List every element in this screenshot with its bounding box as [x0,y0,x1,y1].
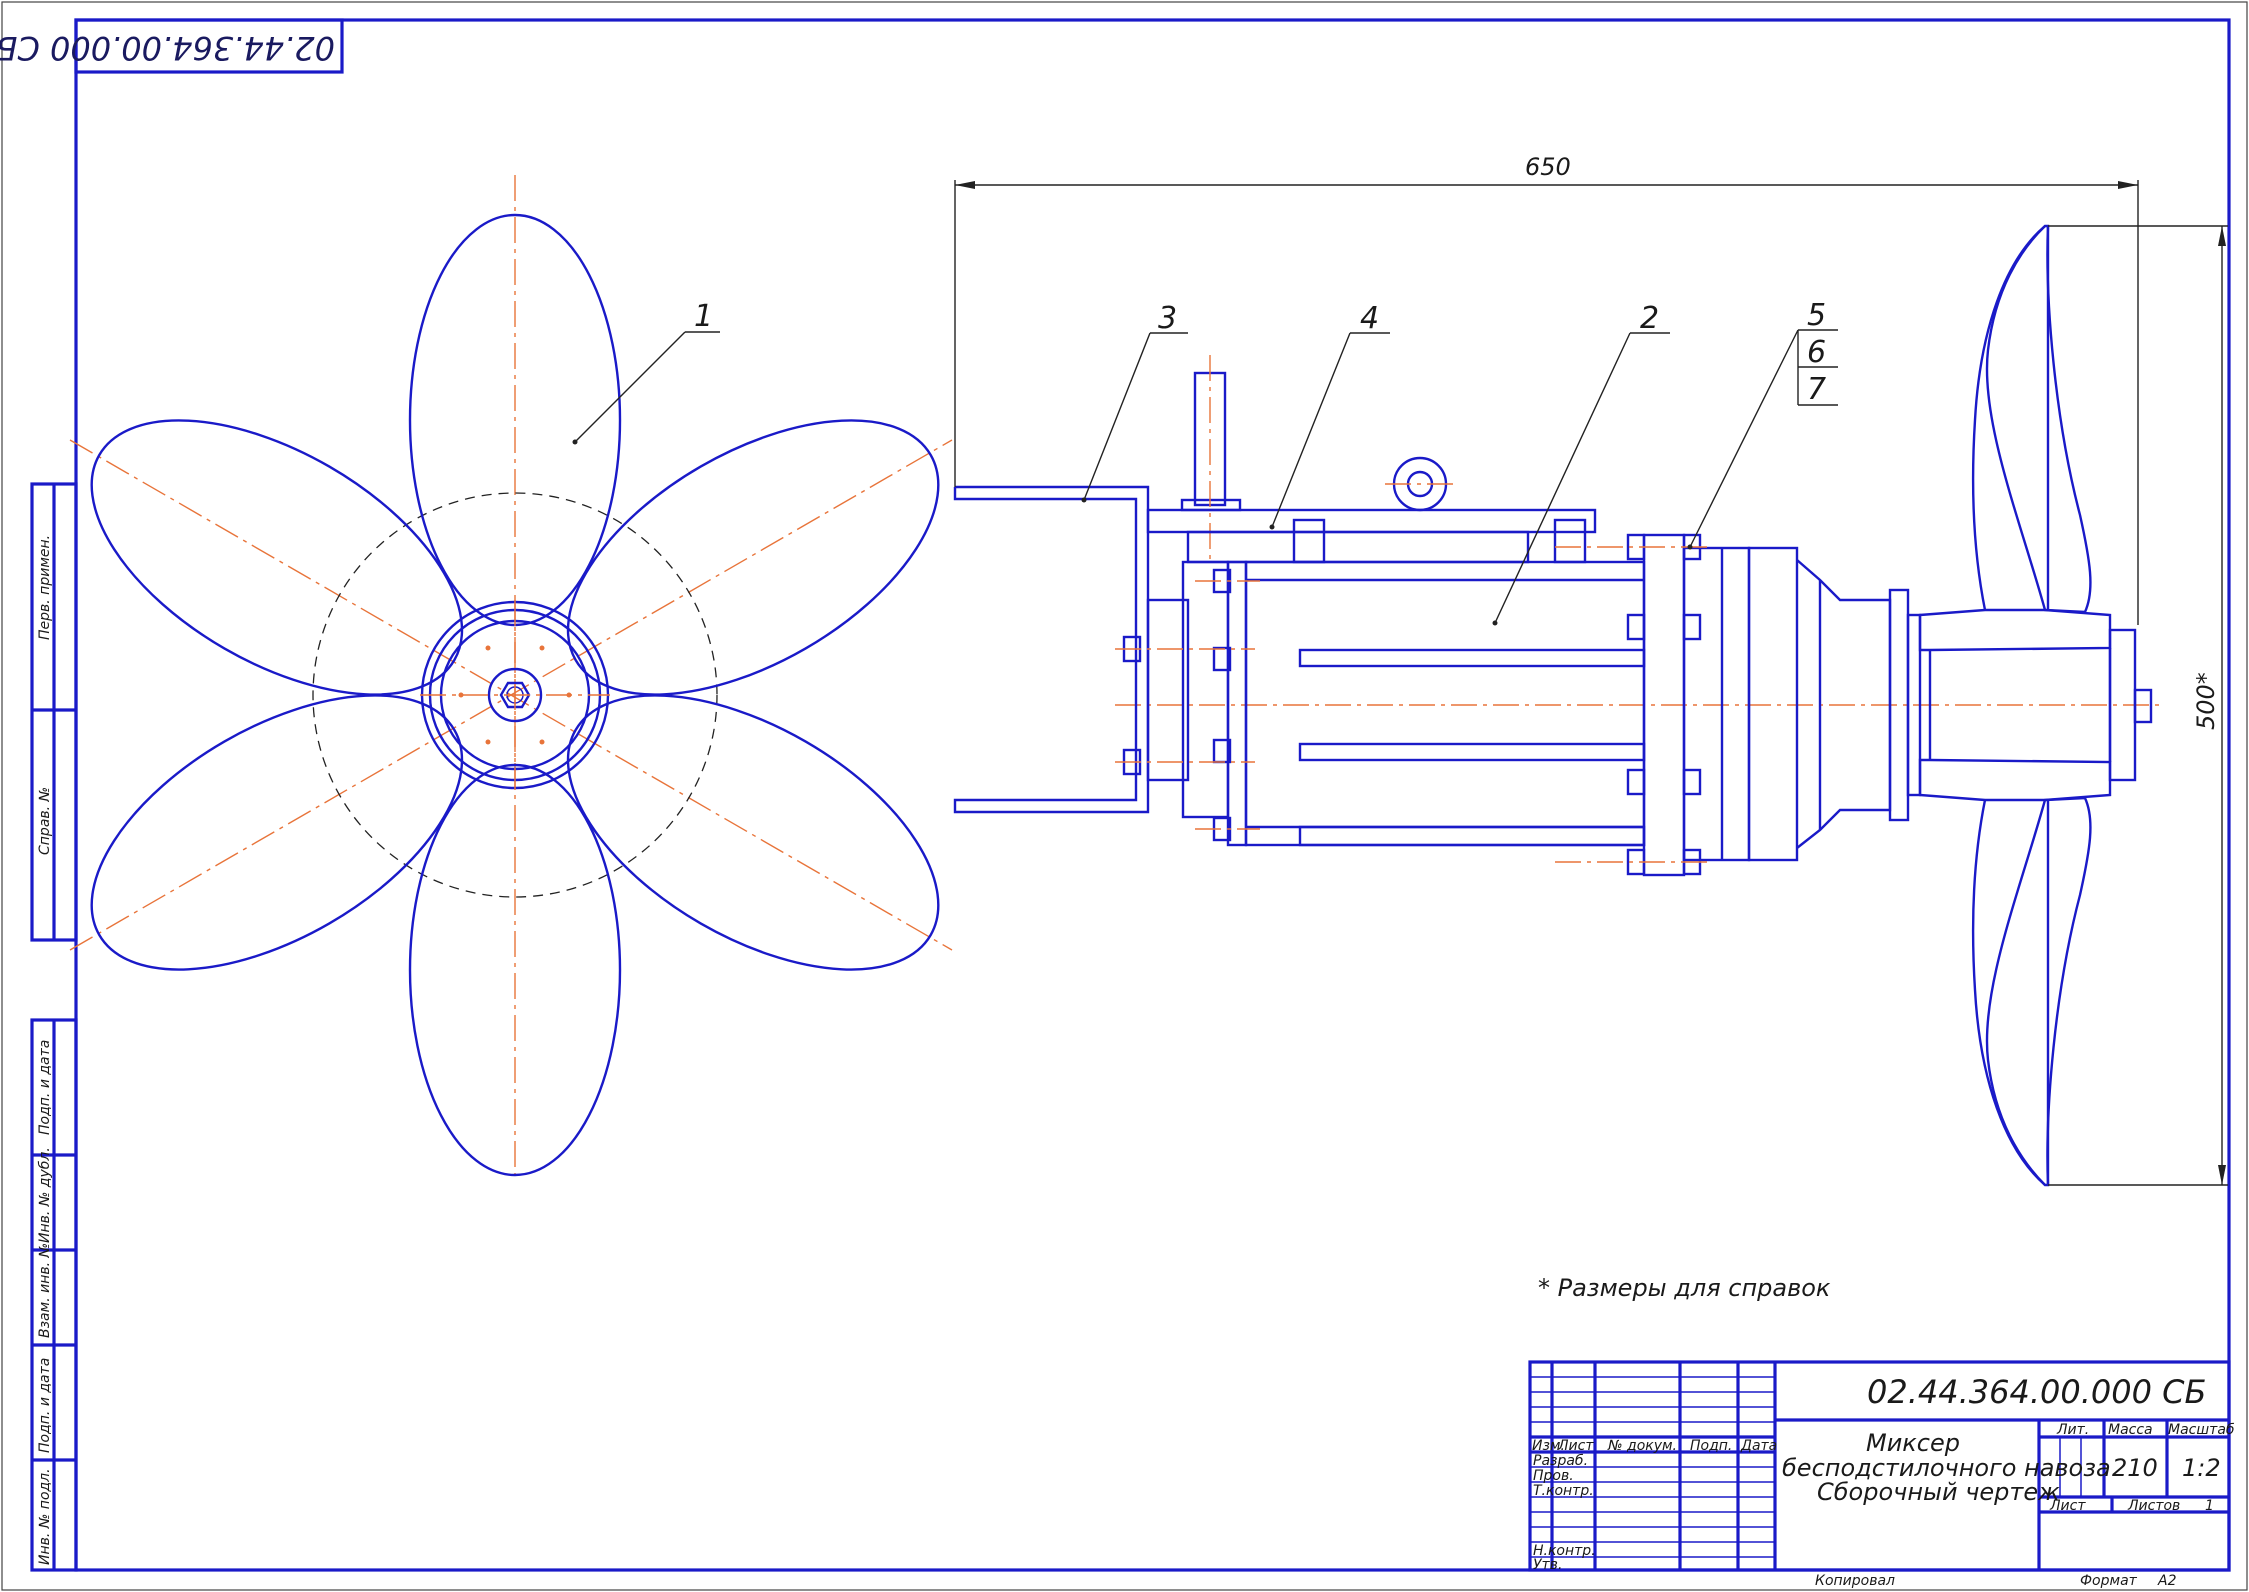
header-docum: № докум. [1607,1438,1677,1454]
dimension-650: 650 [1525,153,1571,181]
position-4: 4 [1360,301,1379,336]
strip-label-sprav: Справ. № [37,787,53,855]
position-1: 1 [694,299,713,334]
header-date: Дата [1740,1438,1777,1454]
position-7: 7 [1807,372,1826,407]
lit-label: Лит. [2056,1422,2089,1438]
sheets-label: Листов [2127,1498,2180,1514]
flange-connection [1555,533,1799,877]
dimension-500: 500* [2192,672,2220,730]
rotated-code-box: 02.44.364.00.000 СБ [0,18,344,74]
format-label: Формат [2080,1573,2138,1589]
sheets-count: 1 [2205,1498,2214,1514]
header-izm: Изм. [1532,1438,1565,1454]
role-tkontr: Т.контр. [1533,1483,1594,1499]
title-line-3: Сборочный чертеж [1817,1478,2060,1506]
title-block: Изм. Лист № докум. Подп. Дата Разраб. Пр… [1528,1360,2235,1589]
reference-note: * Размеры для справок [1538,1274,1831,1302]
role-nkontr: Н.контр. [1533,1543,1596,1559]
dimension-length: 650 [954,153,2139,625]
strip-label-perv: Перв. примен. [37,535,53,640]
position-6: 6 [1807,335,1826,370]
role-prov: Пров. [1533,1468,1574,1484]
mass-value: 210 [2112,1454,2158,1482]
position-leaders: 3 4 2 5 6 7 [1081,298,1838,626]
top-plate [1146,508,1597,534]
side-strip: Перв. примен. Справ. № Подп. и дата Инв.… [30,482,78,1572]
title-line-1: Миксер [1866,1429,1960,1457]
strip-label-vzam: Взам. инв. № [37,1243,53,1338]
copied-label: Копировал [1815,1573,1895,1589]
motor-housing [1115,560,1646,847]
rotated-code-text: 02.44.364.00.000 СБ [0,29,335,67]
position-3: 3 [1158,301,1177,336]
dimension-diameter: 500* [2048,225,2228,1186]
strip-label-podp1: Подп. и дата [37,1040,53,1135]
strip-label-podl: Инв. № подл. [37,1468,53,1565]
mass-label: Масса [2108,1422,2153,1438]
mounting-bracket [953,485,1150,814]
propeller-front-view: 1 [69,175,953,1177]
header-list: Лист [1557,1438,1594,1454]
sheet-label: Лист [2049,1498,2086,1514]
position-5: 5 [1807,298,1826,333]
drawing-code: 02.44.364.00.000 СБ [1867,1373,2206,1411]
scale-value: 1:2 [2182,1454,2221,1482]
header-podp: Подп. [1690,1438,1732,1454]
mixer-side-view: 3 4 2 5 6 7 650 [953,153,2228,1187]
strip-label-podp2: Подп. и дата [37,1358,53,1453]
role-utv: Утв. [1533,1557,1562,1573]
format-value: А2 [2157,1573,2177,1589]
hub-hex-nut [499,681,531,709]
drawing-frame [74,18,2231,1572]
title-line-2: бесподстилочного навоза [1782,1454,2111,1482]
strip-label-dubl: Инв. № дубл. [37,1147,53,1243]
bearing-unit [1796,559,1922,849]
position-2: 2 [1640,301,1659,336]
scale-label: Масштаб [2168,1422,2235,1438]
role-razrab: Разраб. [1533,1453,1588,1469]
